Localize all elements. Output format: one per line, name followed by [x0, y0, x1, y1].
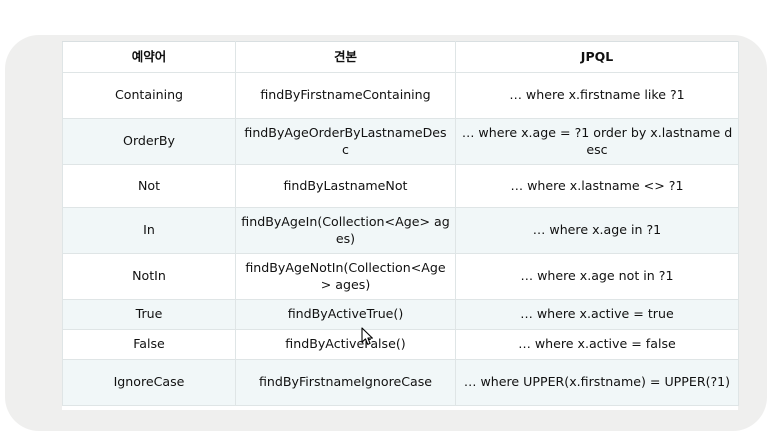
- column-header-keyword: 예약어: [62, 41, 236, 73]
- cell-sample: findByAgeNotIn(Collection<Age> ages): [235, 253, 456, 300]
- spring-data-jpa-keyword-table: 예약어 견본 JPQL Containing findByFirstnameCo…: [62, 41, 739, 406]
- table-header-row: 예약어 견본 JPQL: [62, 41, 739, 73]
- cell-jpql: … where UPPER(x.firstname) = UPPER(?1): [455, 359, 739, 406]
- cell-keyword: True: [62, 299, 236, 330]
- table-row: Containing findByFirstnameContaining … w…: [62, 72, 739, 119]
- cell-keyword: NotIn: [62, 253, 236, 300]
- cell-jpql: … where x.lastname <> ?1: [455, 164, 739, 208]
- cell-keyword: Not: [62, 164, 236, 208]
- table-row: True findByActiveTrue() … where x.active…: [62, 299, 739, 330]
- cell-sample: findByLastnameNot: [235, 164, 456, 208]
- column-header-sample: 견본: [235, 41, 456, 73]
- table-row: IgnoreCase findByFirstnameIgnoreCase … w…: [62, 359, 739, 406]
- cell-sample: findByActiveFalse(): [235, 329, 456, 360]
- cell-keyword: IgnoreCase: [62, 359, 236, 406]
- cell-keyword: In: [62, 207, 236, 254]
- cell-jpql: … where x.age in ?1: [455, 207, 739, 254]
- cell-keyword: False: [62, 329, 236, 360]
- cell-sample: findByFirstnameIgnoreCase: [235, 359, 456, 406]
- cell-keyword: Containing: [62, 72, 236, 119]
- cell-jpql: … where x.active = true: [455, 299, 739, 330]
- table-row: False findByActiveFalse() … where x.acti…: [62, 329, 739, 360]
- table-row: OrderBy findByAgeOrderByLastnameDesc … w…: [62, 118, 739, 165]
- cell-jpql: … where x.age not in ?1: [455, 253, 739, 300]
- cell-sample: findByActiveTrue(): [235, 299, 456, 330]
- cell-jpql: … where x.firstname like ?1: [455, 72, 739, 119]
- cell-sample: findByAgeOrderByLastnameDesc: [235, 118, 456, 165]
- table-row: NotIn findByAgeNotIn(Collection<Age> age…: [62, 253, 739, 300]
- table-row: In findByAgeIn(Collection<Age> ages) … w…: [62, 207, 739, 254]
- column-header-jpql: JPQL: [455, 41, 739, 73]
- table-row: Not findByLastnameNot … where x.lastname…: [62, 164, 739, 208]
- table-body: Containing findByFirstnameContaining … w…: [62, 72, 739, 406]
- cell-sample: findByFirstnameContaining: [235, 72, 456, 119]
- cell-sample: findByAgeIn(Collection<Age> ages): [235, 207, 456, 254]
- cell-keyword: OrderBy: [62, 118, 236, 165]
- cell-jpql: … where x.age = ?1 order by x.lastname d…: [455, 118, 739, 165]
- cell-jpql: … where x.active = false: [455, 329, 739, 360]
- table-head: 예약어 견본 JPQL: [62, 41, 739, 73]
- keyword-table-container: 예약어 견본 JPQL Containing findByFirstnameCo…: [62, 41, 739, 410]
